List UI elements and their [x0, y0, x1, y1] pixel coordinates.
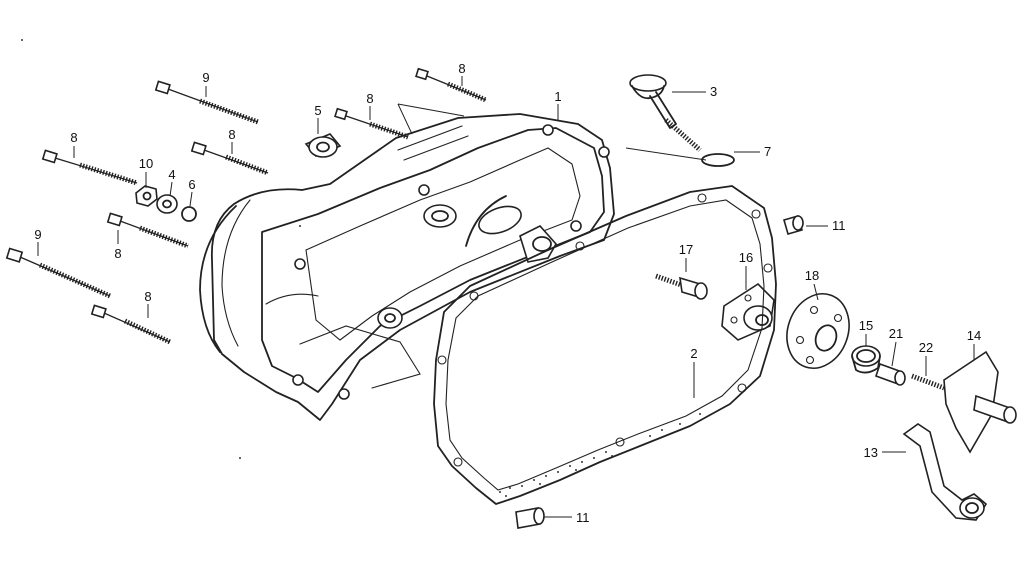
- bolt-left-mid: [106, 212, 189, 249]
- bolt-center-upper: [190, 141, 269, 176]
- scan-speck: [239, 457, 241, 459]
- o-ring-part-7: [701, 153, 735, 167]
- gasket-speckle: [499, 413, 701, 497]
- callout-18: 18: [805, 268, 819, 283]
- shaft-part-17: [655, 273, 708, 300]
- callout-9-left: 9: [34, 227, 41, 242]
- nut-part-10: [135, 185, 158, 207]
- kick-starter-spindle-part-14: [943, 350, 1017, 454]
- callout-1: 1: [554, 89, 561, 104]
- washer-part-4: [156, 194, 178, 214]
- callout-8-left-mid: 8: [114, 246, 121, 261]
- callout-5: 5: [314, 103, 321, 118]
- callout-4: 4: [168, 167, 175, 182]
- callout-17: 17: [679, 242, 693, 257]
- callout-8-center-upper: 8: [228, 127, 235, 142]
- spring-part-22: [911, 373, 945, 391]
- oil-seal-part-5: [304, 133, 342, 158]
- callout-14: 14: [967, 328, 981, 343]
- bolt-top-left-long: [154, 80, 259, 125]
- dowel-pin-upper-part-11: [783, 215, 804, 235]
- kick-arm-part-13: [902, 423, 988, 521]
- pin-part-21: [874, 362, 906, 386]
- callout-21: 21: [889, 326, 903, 341]
- callout-8-left-upper: 8: [70, 130, 77, 145]
- crankcase-cover-part-1: [199, 113, 615, 421]
- bolt-left-upper: [41, 149, 138, 186]
- callout-15: 15: [859, 318, 873, 333]
- callout-3: 3: [710, 84, 717, 99]
- callout-9-top: 9: [202, 70, 209, 85]
- bolt-upper-mid: [334, 107, 409, 140]
- callout-7: 7: [764, 144, 771, 159]
- callout-6: 6: [188, 177, 195, 192]
- callout-11-upper: 11: [832, 218, 846, 233]
- callout-10: 10: [139, 156, 153, 171]
- callout-16: 16: [739, 250, 753, 265]
- callout-22: 22: [919, 340, 933, 355]
- callout-8-top-center: 8: [458, 61, 465, 76]
- callout-13: 13: [864, 445, 878, 460]
- callout-2: 2: [690, 346, 697, 361]
- oil-filler-cap-part-3: [629, 74, 702, 152]
- leader-lines: [37, 76, 975, 518]
- callout-labels: 9 8 8 5 1 3 7 8 10 4 6 8 8 9 8 8 11 17 1…: [34, 61, 981, 525]
- bolt-top-center: [415, 67, 487, 103]
- callout-8-left-lower: 8: [144, 289, 151, 304]
- gear-part-16: [721, 282, 775, 341]
- scan-speck: [299, 225, 301, 227]
- callout-11-lower: 11: [576, 510, 590, 525]
- bolt-left-lower: [90, 304, 172, 345]
- collar-part-15: [851, 345, 881, 374]
- callout-8-upper-mid: 8: [366, 91, 373, 106]
- dowel-pin-lower-part-11: [515, 507, 545, 529]
- gasket-part-2: [433, 185, 777, 505]
- o-ring-part-6: [181, 206, 197, 222]
- bolt-left-long: [5, 247, 112, 299]
- scan-speck: [21, 39, 23, 41]
- plate-part-18: [786, 293, 850, 369]
